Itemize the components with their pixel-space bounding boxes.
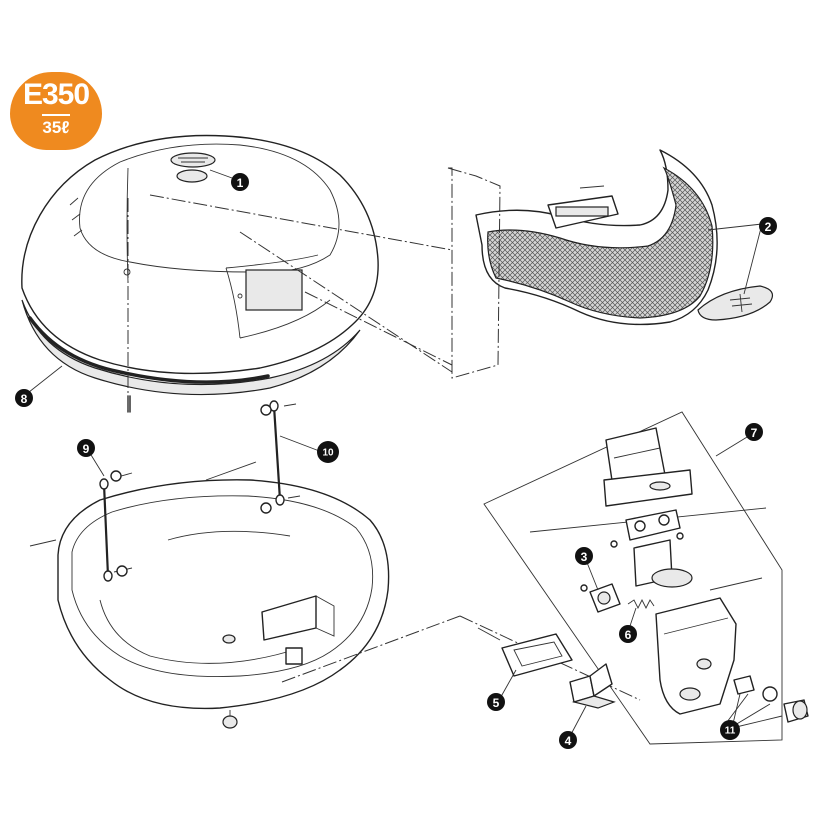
leader-2 <box>707 223 763 295</box>
svg-text:7: 7 <box>751 426 758 440</box>
callout-11: 11 <box>720 720 740 740</box>
svg-text:4: 4 <box>565 734 572 748</box>
model-badge: E350 35ℓ <box>10 72 102 150</box>
latch-assembly <box>281 411 809 745</box>
backrest <box>475 149 773 326</box>
callout-3: 3 <box>575 547 593 565</box>
lid-cables <box>99 400 301 582</box>
leader-8 <box>23 365 63 397</box>
svg-text:5: 5 <box>493 696 500 710</box>
svg-text:10: 10 <box>322 448 334 459</box>
alignment-line <box>304 291 453 366</box>
callout-2: 2 <box>759 217 777 235</box>
base <box>29 461 390 729</box>
callout-10: 10 <box>317 441 339 463</box>
callout-1: 1 <box>231 173 249 191</box>
capacity-label: 35ℓ <box>42 114 70 137</box>
leader-7 <box>715 433 753 457</box>
svg-text:8: 8 <box>21 392 28 406</box>
clip-part-5 <box>477 627 573 677</box>
backrest-outline <box>447 167 501 379</box>
callout-6: 6 <box>619 625 637 643</box>
svg-text:2: 2 <box>765 220 772 234</box>
block-part-4 <box>569 663 616 709</box>
svg-text:6: 6 <box>625 628 632 642</box>
leader-10 <box>279 435 323 453</box>
svg-text:11: 11 <box>725 726 736 737</box>
svg-text:9: 9 <box>83 442 90 456</box>
model-name: E350 <box>22 78 90 111</box>
callout-4: 4 <box>559 731 577 749</box>
lid <box>21 134 379 413</box>
leader-3 <box>585 559 599 591</box>
leader-1 <box>209 169 233 179</box>
callout-8: 8 <box>15 389 33 407</box>
alignment-line <box>149 194 453 251</box>
svg-text:1: 1 <box>237 176 244 190</box>
svg-text:3: 3 <box>581 550 588 564</box>
alignment-line <box>239 231 453 373</box>
callout-7: 7 <box>745 423 763 441</box>
callout-5: 5 <box>487 693 505 711</box>
callout-9: 9 <box>77 439 95 457</box>
